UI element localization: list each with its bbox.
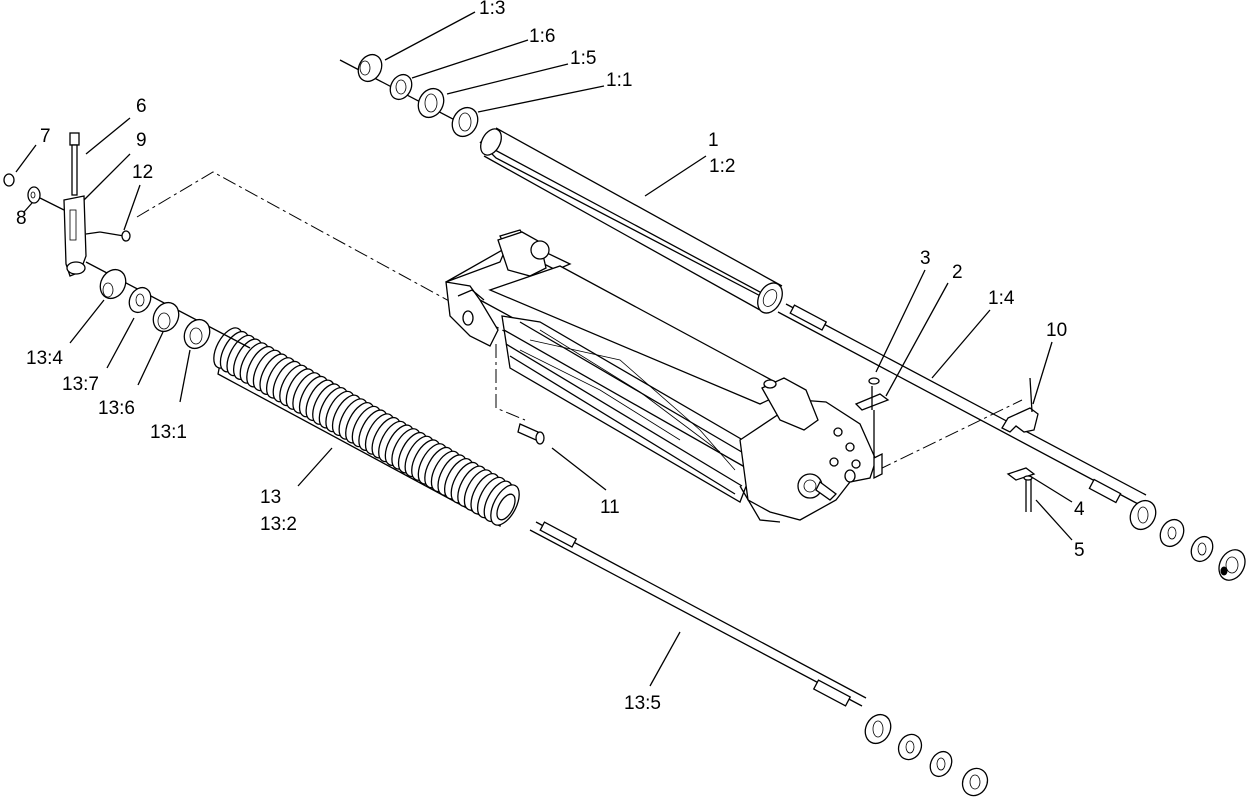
reel-frame [445,229,877,523]
callout-13: 13 [260,487,281,508]
callout-1-1: 1:1 [606,70,632,91]
front-roller-end-parts [357,53,479,138]
callout-13-5: 13:5 [624,693,661,714]
callout-1: 1 [708,130,719,151]
front-roller-tube [479,127,783,314]
rear-roller-left-end-parts [99,268,211,350]
callout-6: 6 [136,96,147,117]
callout-3: 3 [920,248,931,269]
callout-10: 10 [1046,320,1067,341]
adjuster-assembly [3,132,131,277]
callout-4: 4 [1074,499,1085,520]
height-adjust-brackets [517,377,1039,512]
callout-13-1: 13:1 [150,422,187,443]
callout-1-2: 1:2 [709,156,735,177]
callout-13-7: 13:7 [62,374,99,395]
callout-13-4: 13:4 [26,348,63,369]
callout-labels: 1:3 1:6 1:5 1:1 1 1:2 6 7 9 12 8 3 2 1:4… [16,0,1085,714]
rear-roller-shaft [85,261,867,707]
callout-1-3: 1:3 [479,0,505,19]
callout-11: 11 [600,497,620,518]
callout-1-6: 1:6 [529,26,555,47]
front-roller-right-end-parts [1129,499,1246,581]
leader-lines [15,11,1073,687]
callout-1-5: 1:5 [570,48,596,69]
callout-5: 5 [1074,540,1085,561]
callout-13-6: 13:6 [98,398,135,419]
rear-roller-right-end-parts [864,713,989,797]
callout-2: 2 [952,262,963,283]
callout-8: 8 [16,208,27,229]
callout-1-4: 1:4 [988,288,1015,309]
callout-9: 9 [136,130,147,151]
callout-7: 7 [40,126,51,147]
rear-roller-grooved [213,327,520,527]
callout-12: 12 [132,162,153,183]
callout-13-2: 13:2 [260,514,297,535]
